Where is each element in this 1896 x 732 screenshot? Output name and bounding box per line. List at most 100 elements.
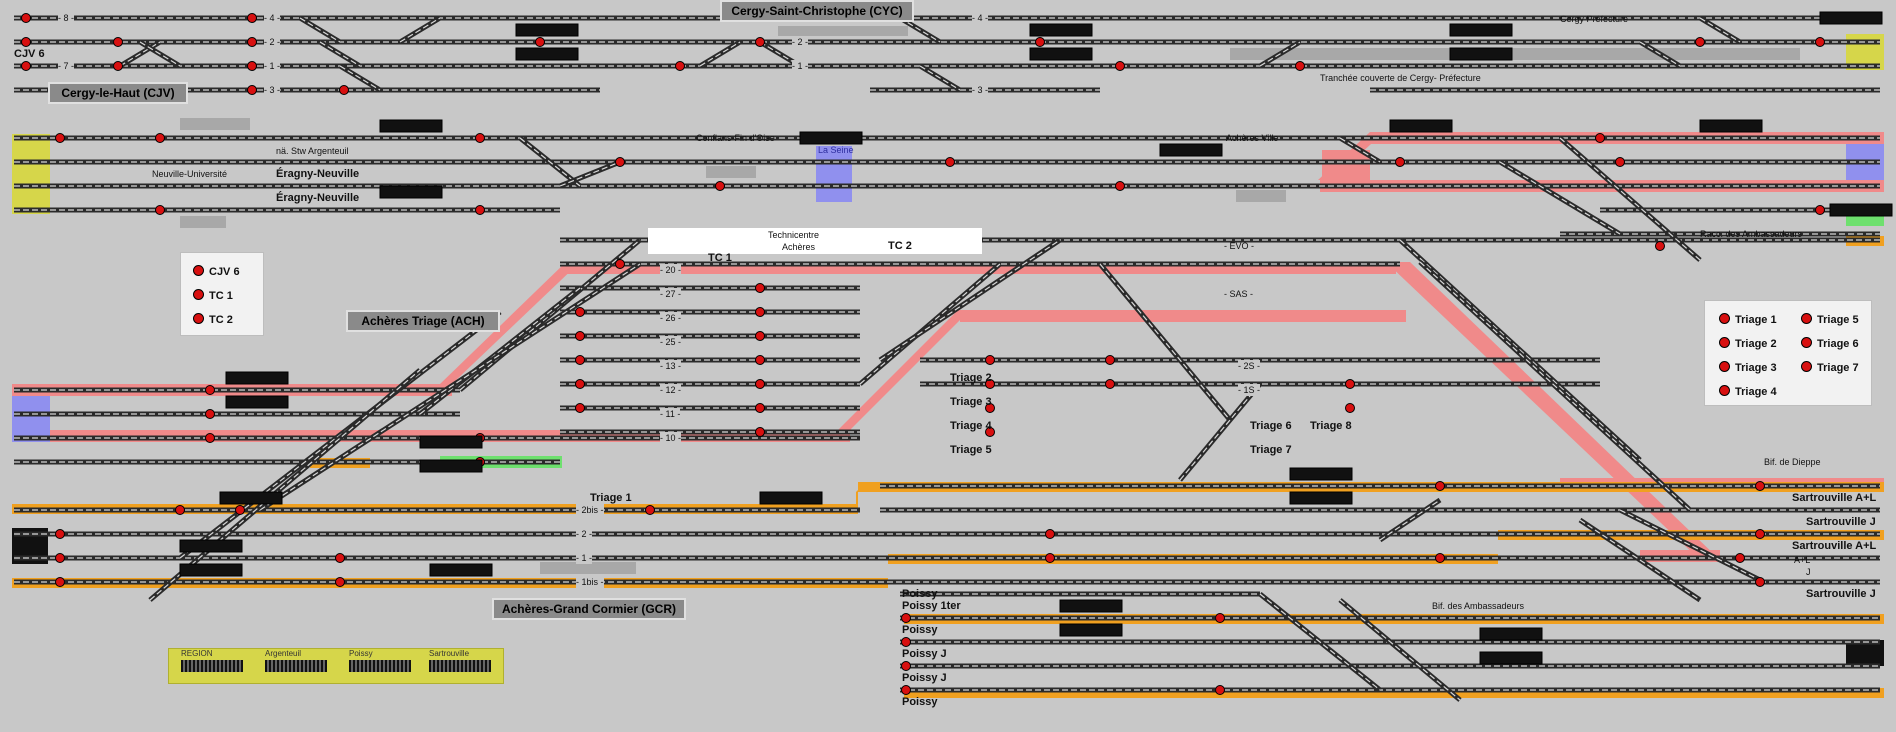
grey-block	[1236, 190, 1286, 202]
legend-item[interactable]: Triage 2	[1719, 337, 1777, 350]
grey-block	[778, 26, 908, 36]
counter-display	[515, 47, 579, 61]
counter-display	[759, 491, 823, 505]
counter-display	[799, 131, 863, 145]
sartrouville-label: Sartrouville J	[1806, 588, 1876, 600]
region-cell[interactable]: Poissy	[349, 649, 423, 672]
signal-icon	[575, 403, 585, 413]
bif-dieppe-label: Bif. de Dieppe	[1764, 457, 1821, 467]
red-route	[960, 310, 1406, 322]
signal-icon	[1035, 37, 1045, 47]
track-segment	[1379, 499, 1441, 541]
legend-item[interactable]: Triage 4	[1719, 385, 1777, 398]
tc1-label: TC 1	[708, 252, 732, 264]
counter-display	[1289, 467, 1353, 481]
red-route	[1322, 150, 1370, 180]
legend-item[interactable]: TC 1	[193, 289, 233, 302]
triage-label: Triage 7	[1250, 444, 1292, 456]
track-number: - 1S -	[1238, 384, 1261, 396]
signal-icon	[715, 181, 725, 191]
track-number: - 2S -	[1238, 360, 1261, 372]
red-route	[440, 262, 580, 384]
track-segment	[1619, 509, 1761, 581]
signal-icon	[535, 37, 545, 47]
counter-display	[1449, 23, 1513, 37]
green-route	[1846, 216, 1884, 226]
signal-icon	[193, 313, 204, 324]
signal-icon	[901, 661, 911, 671]
signal-icon	[1755, 529, 1765, 539]
signal-icon	[1719, 337, 1730, 348]
track-segment	[1179, 383, 1261, 481]
region-cell[interactable]: REGION	[181, 649, 255, 672]
signal-icon	[945, 157, 955, 167]
signal-icon	[1615, 157, 1625, 167]
track-segment	[139, 41, 181, 67]
region-cell[interactable]: Argenteuil	[265, 649, 339, 672]
sas-label: - SAS -	[1224, 289, 1254, 299]
signal-icon	[1801, 361, 1812, 372]
track-segment	[399, 17, 441, 43]
signal-icon	[985, 403, 995, 413]
signal-icon	[755, 355, 765, 365]
signal-icon	[1345, 403, 1355, 413]
legend-item[interactable]: Triage 6	[1801, 337, 1859, 350]
station-banner-cyc: Cergy-Saint-Christophe (CYC)	[720, 0, 914, 22]
signal-icon	[1395, 157, 1405, 167]
legend-item[interactable]: Triage 3	[1719, 361, 1777, 374]
signal-icon	[755, 403, 765, 413]
track-segment	[1559, 137, 1701, 261]
counter-display	[219, 491, 283, 505]
signal-icon	[55, 529, 65, 539]
signal-icon	[205, 409, 215, 419]
counter-display	[1479, 651, 1543, 665]
legend-item[interactable]: Triage 1	[1719, 313, 1777, 326]
poissy-label: Poissy	[902, 588, 938, 600]
stw-argenteuil-label: nä. Stw Argenteuil	[276, 146, 349, 156]
counter-display	[429, 563, 493, 577]
track-number: - 2 -	[264, 36, 281, 48]
orange-route	[904, 688, 1884, 698]
signal-icon	[55, 133, 65, 143]
tc2-label: TC 2	[888, 240, 912, 252]
track-number: - 1 -	[576, 552, 593, 564]
grey-block	[540, 562, 636, 574]
signal-icon	[335, 577, 345, 587]
counter-display	[1819, 11, 1883, 25]
counter-display	[1449, 47, 1513, 61]
signal-icon	[755, 307, 765, 317]
counter-display	[1159, 143, 1223, 157]
grey-block	[180, 118, 250, 130]
acheres-ville-label: Achères Ville	[1226, 133, 1279, 143]
region-cell[interactable]: Sartrouville	[429, 649, 503, 672]
track-segment	[1699, 17, 1741, 43]
signal-icon	[247, 61, 257, 71]
grey-block	[706, 166, 756, 178]
track-number: - 20 -	[660, 264, 682, 276]
track-segment	[1499, 161, 1621, 235]
signal-icon	[55, 553, 65, 563]
legend-item[interactable]: Triage 7	[1801, 361, 1859, 374]
signal-icon	[901, 613, 911, 623]
counter-display	[225, 395, 289, 409]
signal-icon	[1105, 379, 1115, 389]
signal-icon	[1045, 529, 1055, 539]
track-segment	[699, 41, 741, 67]
counter-display	[1829, 203, 1893, 217]
track-number: - 11 -	[660, 408, 681, 420]
track-number: - 4 -	[264, 12, 281, 24]
triage-label: Triage 1	[590, 492, 632, 504]
legend-item[interactable]: TC 2	[193, 313, 233, 326]
legend-item[interactable]: Triage 5	[1801, 313, 1859, 326]
grey-block	[180, 216, 226, 228]
raccord-label: Racc. des Ambassadeurs	[1700, 229, 1803, 239]
sartrouville-label: Sartrouville A+L	[1792, 492, 1877, 504]
signal-icon	[247, 37, 257, 47]
track-segment	[519, 137, 581, 187]
counter-display	[1479, 627, 1543, 641]
counter-display	[1029, 23, 1093, 37]
legend-item[interactable]: CJV 6	[193, 265, 240, 278]
counter-display	[515, 23, 579, 37]
triage-label: Triage 3	[950, 396, 992, 408]
signal-icon	[475, 133, 485, 143]
